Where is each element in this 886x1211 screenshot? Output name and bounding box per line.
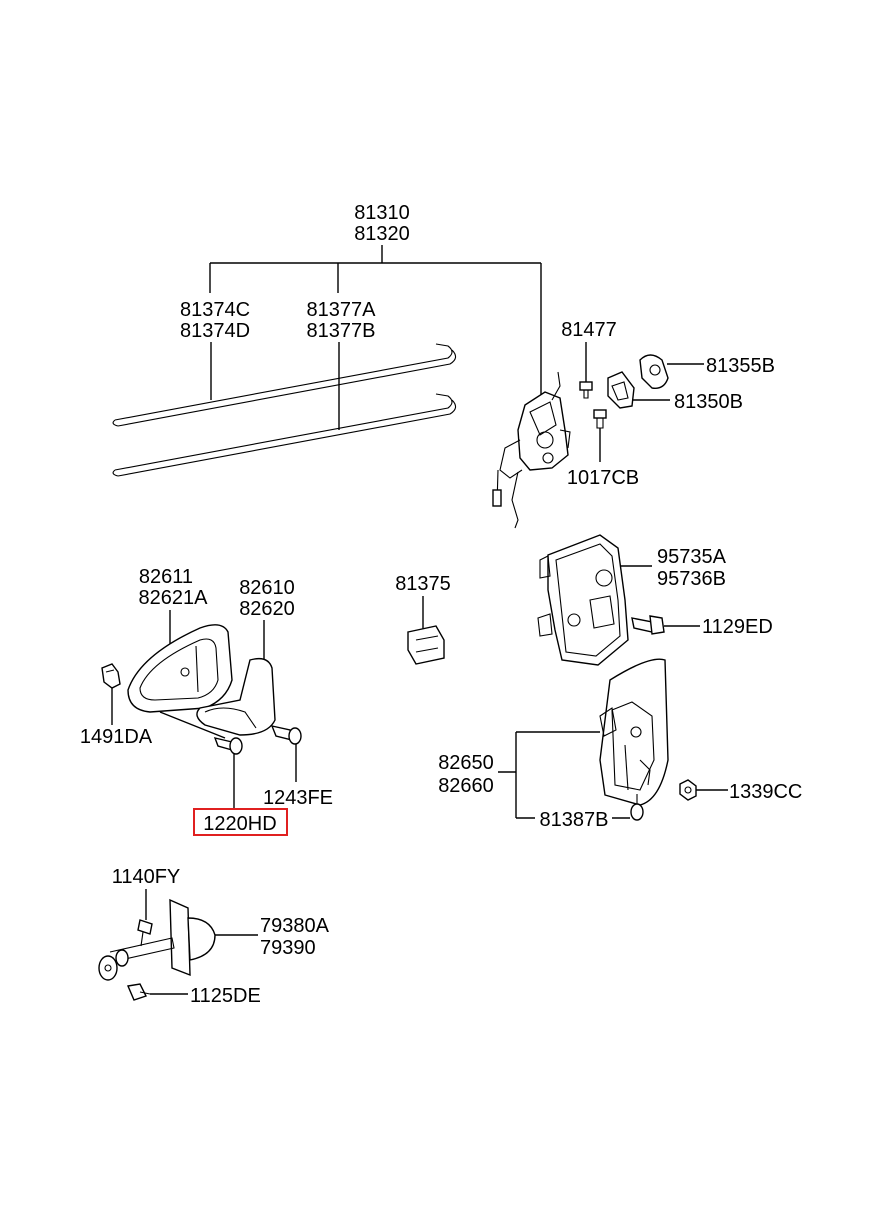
label-81387b: 81387B xyxy=(540,809,609,831)
label-81377b: 81377B xyxy=(307,320,376,342)
callout-1220hd[interactable]: 1220HD xyxy=(193,808,288,836)
callout-81350b[interactable]: 81350B xyxy=(674,391,743,413)
callout-1339cc[interactable]: 1339CC xyxy=(729,781,802,803)
label-1339cc: 1339CC xyxy=(729,781,802,803)
callout-81374c-81374d[interactable]: 81374C 81374D xyxy=(180,299,250,342)
label-95735a: 95735A xyxy=(657,546,727,568)
screw-1220hd-part xyxy=(213,737,243,755)
handle-guide-line xyxy=(159,711,226,739)
striker-81350b-part xyxy=(607,371,635,409)
label-82650: 82650 xyxy=(438,752,494,774)
leader-82650 xyxy=(498,731,600,818)
lock-actuator-part xyxy=(537,534,629,666)
label-1220hd: 1220HD xyxy=(203,813,276,835)
callout-82610-82620[interactable]: 82610 82620 xyxy=(239,577,295,620)
nut-1339cc-part xyxy=(679,779,697,801)
leader-81310 xyxy=(209,245,542,400)
callout-1125de[interactable]: 1125DE xyxy=(190,985,261,1007)
callout-81387b[interactable]: 81387B xyxy=(540,809,609,831)
label-81374c: 81374C xyxy=(180,299,250,321)
label-81375: 81375 xyxy=(395,573,451,595)
bolt-1140fy-part xyxy=(137,919,153,947)
striker-plate-81355b-part xyxy=(639,354,669,389)
label-82621a: 82621A xyxy=(139,587,209,609)
label-1491da: 1491DA xyxy=(80,726,153,748)
screw-1017cb-part xyxy=(593,409,607,429)
label-81320: 81320 xyxy=(354,223,410,245)
label-1129ed: 1129ED xyxy=(702,616,773,638)
rod-lower-part xyxy=(112,393,457,477)
label-81355b: 81355B xyxy=(706,355,775,377)
screw-1243fe-part xyxy=(270,725,302,745)
door-latch-part xyxy=(492,371,571,529)
label-1017cb: 1017CB xyxy=(567,467,639,489)
bolt-1129ed-part xyxy=(631,615,665,635)
callout-1140fy[interactable]: 1140FY xyxy=(112,866,181,888)
label-95736b: 95736B xyxy=(657,568,726,590)
callout-1243fe[interactable]: 1243FE xyxy=(263,787,333,809)
label-81350b: 81350B xyxy=(674,391,743,413)
callout-1017cb[interactable]: 1017CB xyxy=(567,467,639,489)
label-81377a: 81377A xyxy=(307,299,377,321)
callout-81355b[interactable]: 81355B xyxy=(706,355,775,377)
highlight-box xyxy=(193,808,288,836)
callout-81310-81320[interactable]: 81310 81320 xyxy=(354,202,410,245)
label-81374d: 81374D xyxy=(180,320,250,342)
label-82620: 82620 xyxy=(239,598,295,620)
label-82611: 82611 xyxy=(139,566,193,588)
callout-82611-82621a[interactable]: 82611 82621A xyxy=(139,566,209,609)
callout-95735a-95736b[interactable]: 95735A 95736B xyxy=(657,546,727,590)
inside-handle-part xyxy=(127,624,233,713)
clip-81375-part xyxy=(407,625,445,665)
callout-82650-82660[interactable]: 82650 82660 xyxy=(438,752,494,797)
label-82610: 82610 xyxy=(239,577,295,599)
label-1243fe: 1243FE xyxy=(263,787,333,809)
callout-81477[interactable]: 81477 xyxy=(561,319,617,341)
callout-81377a-81377b[interactable]: 81377A 81377B xyxy=(307,299,377,342)
rod-upper-part xyxy=(112,343,457,427)
label-79380a: 79380A xyxy=(260,915,330,937)
callout-79380a-79390[interactable]: 79380A 79390 xyxy=(260,915,330,959)
label-1125de: 1125DE xyxy=(190,985,261,1007)
bolt-1125de-part xyxy=(127,983,151,1001)
door-checker-part xyxy=(98,898,216,981)
clip-1491da-part xyxy=(101,663,121,689)
callout-1129ed[interactable]: 1129ED xyxy=(702,616,773,638)
label-82660: 82660 xyxy=(438,775,494,797)
label-1140fy: 1140FY xyxy=(112,866,181,888)
screw-81477-part xyxy=(579,381,593,399)
handle-bezel-part xyxy=(196,657,276,736)
label-81310: 81310 xyxy=(354,202,410,224)
grommet-81387b-part xyxy=(630,794,644,821)
label-81477: 81477 xyxy=(561,319,617,341)
label-79390: 79390 xyxy=(260,937,316,959)
outside-handle-bracket-part xyxy=(599,658,669,806)
callout-81375[interactable]: 81375 xyxy=(395,573,451,595)
callout-1491da[interactable]: 1491DA xyxy=(80,726,153,748)
